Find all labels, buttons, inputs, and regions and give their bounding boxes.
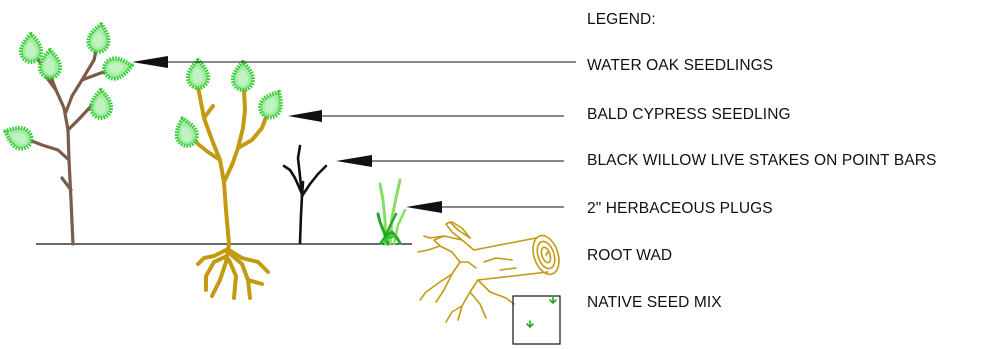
root-wad-icon <box>418 222 564 322</box>
native-seed-mix-icon <box>513 296 560 344</box>
herbaceous-arrowhead <box>406 201 442 213</box>
black-willow-live-stake-icon <box>284 146 326 243</box>
legend-label-bald-cypress: BALD CYPRESS SEEDLING <box>587 106 791 124</box>
legend-label-root-wad: ROOT WAD <box>587 247 672 265</box>
legend-title: LEGEND: <box>587 11 656 29</box>
water-oak-seedling-icon <box>22 42 115 244</box>
legend-label-herbaceous: 2" HERBACEOUS PLUGS <box>587 200 773 218</box>
legend-label-seed-mix: NATIVE SEED MIX <box>587 294 722 312</box>
water-oak-arrowhead <box>132 56 168 68</box>
herbaceous-plug-icon <box>378 180 405 244</box>
bald-cypress-seedling-icon <box>190 78 268 298</box>
bald-cypress-arrowhead <box>288 110 322 122</box>
legend-label-black-willow: BLACK WILLOW LIVE STAKES ON POINT BARS <box>587 152 937 170</box>
black-willow-arrowhead <box>336 155 372 167</box>
legend-label-water-oak: WATER OAK SEEDLINGS <box>587 57 773 75</box>
